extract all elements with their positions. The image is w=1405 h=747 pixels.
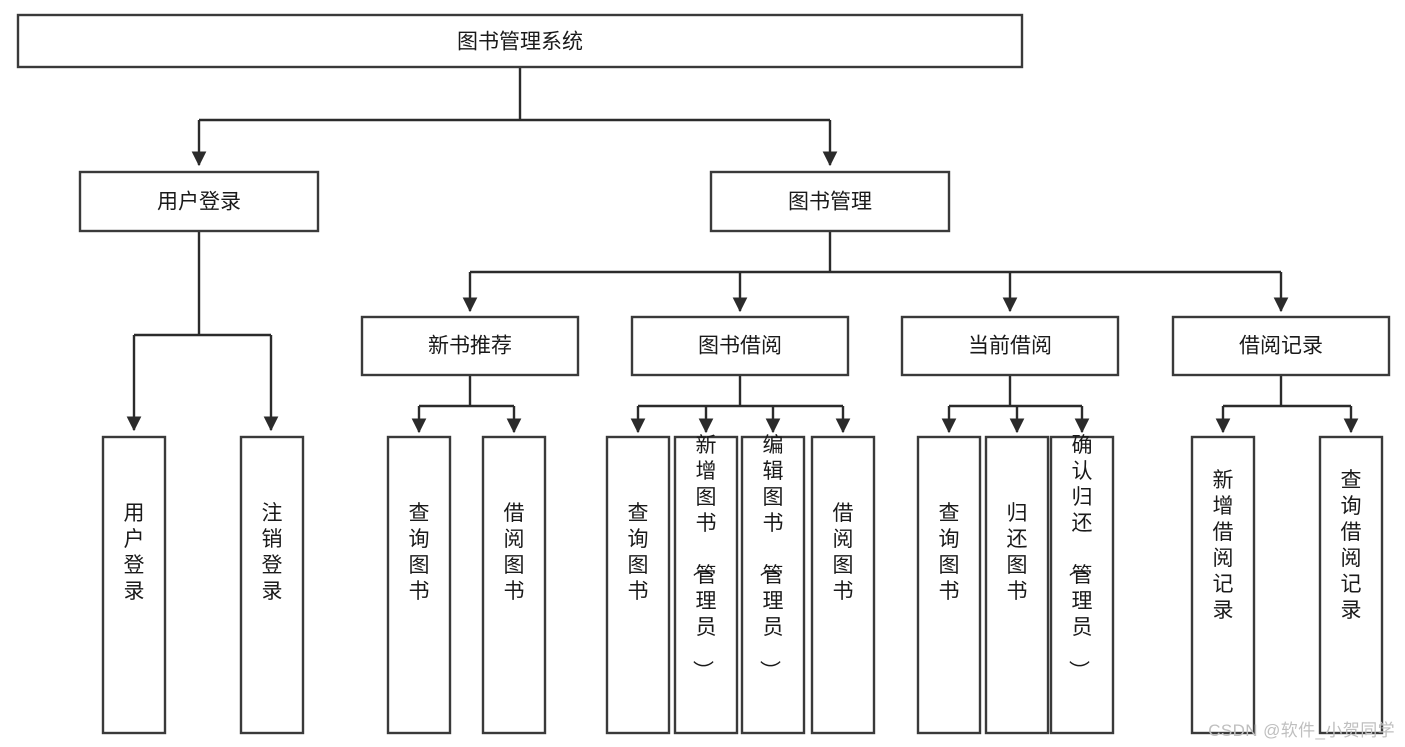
- node-box: [16, 13, 1024, 69]
- node-box: [605, 435, 671, 735]
- node-label: 确认归还（管理员）: [1067, 434, 1093, 681]
- node-box: [101, 435, 167, 735]
- node-label: 新增借阅记录: [1213, 469, 1234, 622]
- node-box: [1049, 435, 1115, 735]
- node-label: 用户登录: [124, 502, 145, 603]
- node-leaf-user-login-signin[interactable]: 用户登录: [101, 435, 167, 735]
- node-box: [481, 435, 547, 735]
- node-current-borrow[interactable]: 当前借阅: [900, 315, 1120, 377]
- node-user-login[interactable]: 用户登录: [78, 170, 320, 233]
- node-leaf-user-login-signout[interactable]: 注销登录: [239, 435, 305, 735]
- node-label: 图书借阅: [698, 335, 782, 358]
- node-leaf-borrow-add-book-admin[interactable]: 新增图书（管理员）: [673, 434, 739, 735]
- node-box: [709, 170, 951, 233]
- node-box: [630, 315, 850, 377]
- node-box: [900, 315, 1120, 377]
- node-leaf-record-add-record[interactable]: 新增借阅记录: [1190, 435, 1256, 735]
- connector-layer: [126, 67, 1359, 434]
- node-label: 借阅图书: [504, 502, 525, 603]
- node-box: [916, 435, 982, 735]
- node-leaf-current-query-book[interactable]: 查询图书: [916, 435, 982, 735]
- node-borrow-record[interactable]: 借阅记录: [1171, 315, 1391, 377]
- node-label: 当前借阅: [968, 335, 1052, 358]
- node-label: 借阅记录: [1239, 335, 1323, 358]
- node-leaf-current-return-book[interactable]: 归还图书: [984, 435, 1050, 735]
- node-box: [239, 435, 305, 735]
- node-label: 图书管理: [788, 191, 872, 214]
- node-root-library-system[interactable]: 图书管理系统: [16, 13, 1024, 69]
- node-label: 查询图书: [409, 502, 430, 603]
- node-label: 新增图书（管理员）: [691, 434, 717, 681]
- node-box: [386, 435, 452, 735]
- node-label: 编辑图书（管理员）: [758, 434, 784, 681]
- node-new-book-recommend[interactable]: 新书推荐: [360, 315, 580, 377]
- node-box: [1171, 315, 1391, 377]
- node-box: [673, 435, 739, 735]
- node-box: [740, 435, 806, 735]
- node-label: 图书管理系统: [457, 31, 583, 54]
- node-label: 查询借阅记录: [1341, 469, 1362, 622]
- node-label: 归还图书: [1007, 502, 1028, 603]
- node-label: 查询图书: [939, 502, 960, 603]
- node-label: 新书推荐: [428, 335, 512, 358]
- node-box: [78, 170, 320, 233]
- node-box: [1318, 435, 1384, 735]
- node-leaf-newbook-query-book[interactable]: 查询图书: [386, 435, 452, 735]
- node-box: [1190, 435, 1256, 735]
- node-label: 借阅图书: [833, 502, 854, 603]
- node-leaf-borrow-query-book[interactable]: 查询图书: [605, 435, 671, 735]
- node-leaf-current-confirm-return-admin[interactable]: 确认归还（管理员）: [1049, 434, 1115, 735]
- node-leaf-borrow-edit-book-admin[interactable]: 编辑图书（管理员）: [740, 434, 806, 735]
- watermark: CSDN @软件_小贺同学: [1208, 721, 1395, 740]
- node-box: [984, 435, 1050, 735]
- node-box: [360, 315, 580, 377]
- node-leaf-newbook-borrow-book[interactable]: 借阅图书: [481, 435, 547, 735]
- node-book-borrow[interactable]: 图书借阅: [630, 315, 850, 377]
- node-label: 用户登录: [157, 191, 241, 214]
- node-book-management[interactable]: 图书管理: [709, 170, 951, 233]
- node-leaf-record-query-record[interactable]: 查询借阅记录: [1318, 435, 1384, 735]
- node-box: [810, 435, 876, 735]
- node-label: 查询图书: [628, 502, 649, 603]
- node-leaf-borrow-borrow-book[interactable]: 借阅图书: [810, 435, 876, 735]
- node-label: 注销登录: [262, 502, 283, 603]
